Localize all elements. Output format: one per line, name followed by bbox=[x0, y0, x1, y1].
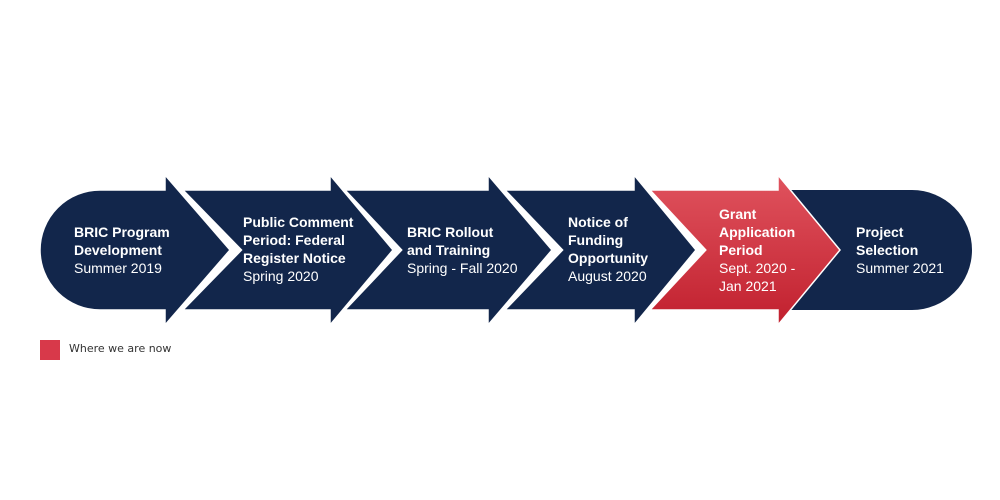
stage-3-text: BRIC Rollout and Training Spring - Fall … bbox=[407, 223, 518, 277]
stage-2-title: Public Comment Period: Federal Register … bbox=[243, 214, 354, 266]
stage-3-title: BRIC Rollout and Training bbox=[407, 224, 494, 258]
stage-1-title: BRIC Program Development bbox=[74, 224, 170, 258]
stage-6-text: Project Selection Summer 2021 bbox=[856, 223, 944, 277]
stage-2-date: Spring 2020 bbox=[243, 268, 319, 284]
stage-5-date: Sept. 2020 - Jan 2021 bbox=[719, 260, 796, 294]
legend-label: Where we are now bbox=[69, 342, 172, 355]
stage-6-date: Summer 2021 bbox=[856, 260, 944, 276]
stage-4-shape bbox=[503, 172, 697, 328]
stage-5-title: Grant Application Period bbox=[719, 206, 796, 258]
stage-2-shape bbox=[181, 172, 394, 328]
stage-6-shape bbox=[790, 190, 972, 310]
stage-4-title: Notice of Funding Opportunity bbox=[568, 214, 649, 266]
stage-3-shape bbox=[343, 172, 553, 328]
stage-4-date: August 2020 bbox=[568, 268, 647, 284]
stage-1-text: BRIC Program Development Summer 2019 bbox=[74, 223, 170, 277]
stage-6-title: Project Selection bbox=[856, 224, 919, 258]
stage-3-date: Spring - Fall 2020 bbox=[407, 260, 518, 276]
stage-4-text: Notice of Funding Opportunity August 202… bbox=[568, 213, 648, 285]
stage-1-date: Summer 2019 bbox=[74, 260, 162, 276]
stage-5-shape bbox=[648, 172, 841, 328]
stage-5-text: Grant Application Period Sept. 2020 - Ja… bbox=[719, 205, 795, 295]
stage-2-text: Public Comment Period: Federal Register … bbox=[243, 213, 353, 285]
legend-swatch-current bbox=[40, 340, 60, 360]
stage-1-shape bbox=[39, 172, 231, 328]
